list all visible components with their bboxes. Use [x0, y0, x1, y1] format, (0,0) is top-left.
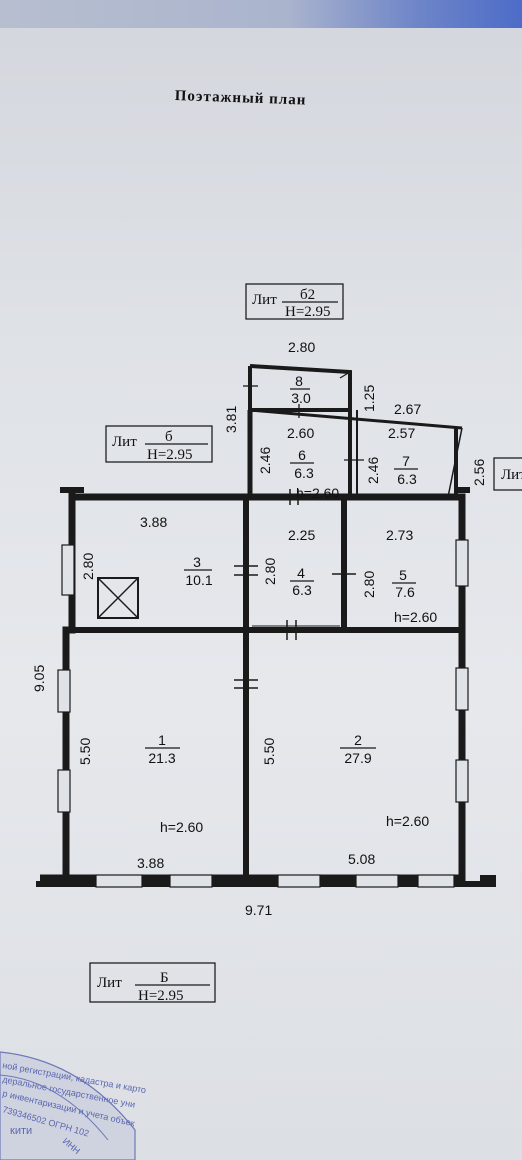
svg-text:кити: кити: [10, 1125, 32, 1137]
dim-9-71: 9.71: [245, 902, 272, 918]
dim-5-08: 5.08: [348, 851, 375, 867]
dim-5-50-right: 5.50: [261, 738, 277, 765]
room-8-area: 3.0: [291, 390, 311, 406]
lit-b-height: Н=2.95: [147, 447, 193, 463]
height-room6: h=2.60: [296, 485, 339, 501]
dim-2-57: 2.57: [388, 425, 415, 441]
room-5-area: 7.6: [395, 584, 415, 600]
ceiling-heights: h=2.60 h=2.60 h=2.60 h=2.60: [160, 485, 437, 835]
dim-2-80-top: 2.80: [288, 339, 315, 355]
dim-2-67: 2.67: [394, 401, 421, 417]
dim-2-56: 2.56: [471, 459, 487, 486]
room-6-number: 6: [298, 447, 306, 463]
dimension-labels: 2.80 3.81 1.25 2.67 2.60 2.57 2.46 2.46 …: [31, 339, 487, 918]
lit-b2-label: Лит б2 Н=2.95: [245, 283, 344, 320]
lit-B-lit: Лит: [97, 975, 122, 991]
lit-b-num: б: [165, 429, 173, 445]
dim-2-60: 2.60: [287, 425, 314, 441]
lit-right-lit: Лит: [501, 467, 522, 483]
dim-2-46-right: 2.46: [365, 457, 381, 484]
lit-B-label: Лит Б Н=2.95: [89, 962, 216, 1004]
height-room5: h=2.60: [394, 609, 437, 625]
official-seal: ной регистрации, кадастра и карто дераль…: [0, 1051, 147, 1160]
dim-5-50-left: 5.50: [77, 738, 93, 765]
dim-3-88-bottom: 3.88: [137, 855, 164, 871]
dim-2-73: 2.73: [386, 527, 413, 543]
main-walls: [36, 487, 496, 888]
dim-3-81: 3.81: [223, 406, 239, 433]
room-labels: 8 3.0 6 6.3 7 6.3 3 10.1 4 6.3 5 7.6 1 2…: [145, 373, 418, 766]
room-7-number: 7: [402, 453, 410, 469]
lit-b2-lit: Лит: [252, 292, 277, 308]
dim-2-80-room4: 2.80: [262, 558, 278, 585]
room-5-number: 5: [399, 567, 407, 583]
lit-B-height: Н=2.95: [138, 988, 184, 1004]
room-2-area: 27.9: [344, 750, 371, 766]
room-3-area: 10.1: [185, 572, 212, 588]
room-1-number: 1: [158, 732, 166, 748]
lit-b-lit: Лит: [112, 434, 137, 450]
lit-b2-height: Н=2.95: [285, 304, 331, 320]
lit-b2-num: б2: [300, 287, 315, 303]
room-7-area: 6.3: [397, 471, 417, 487]
room-2-number: 2: [354, 732, 362, 748]
room-4-area: 6.3: [292, 582, 312, 598]
dim-2-46-left: 2.46: [257, 447, 273, 474]
photo-background-strip: [0, 0, 522, 28]
dim-3-88-top: 3.88: [140, 514, 167, 530]
height-room1: h=2.60: [160, 819, 203, 835]
room-4-number: 4: [297, 565, 305, 581]
dim-2-25: 2.25: [288, 527, 315, 543]
dim-9-05: 9.05: [31, 665, 47, 692]
room-3-number: 3: [193, 554, 201, 570]
room-1-area: 21.3: [148, 750, 175, 766]
room-8-number: 8: [295, 373, 303, 389]
lit-right-label: Лит: [493, 457, 522, 491]
height-room2: h=2.60: [386, 813, 429, 829]
annex-walls: [243, 364, 463, 498]
dim-2-80-room5: 2.80: [361, 571, 377, 598]
room-6-area: 6.3: [294, 465, 314, 481]
lit-B-num: Б: [160, 970, 169, 986]
lit-b-label: Лит б Н=2.95: [105, 425, 213, 463]
dim-2-80-room3: 2.80: [80, 553, 96, 580]
dim-1-25: 1.25: [361, 385, 377, 412]
